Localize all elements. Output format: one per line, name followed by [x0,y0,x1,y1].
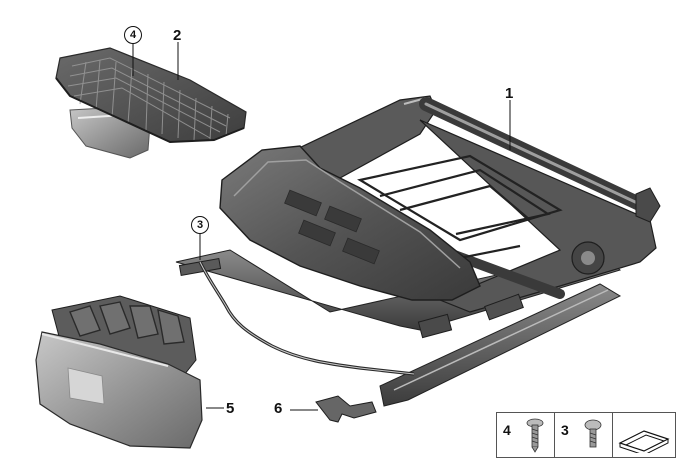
part-6-bracket [315,395,377,423]
callout-part-1: 1 [505,85,514,102]
part-5-cover-unit [35,295,203,449]
part-3-cable [198,261,415,376]
screw-3-icon [584,419,602,448]
fastener-legend: 4 3 [496,412,676,458]
legend-label-4: 4 [503,422,511,438]
callout-part-2: 2 [173,27,182,44]
callout-part-3: 3 [191,216,209,234]
legend-label-3: 3 [561,422,569,438]
callout-part-4: 4 [124,26,142,44]
legend-cell-screw-3: 3 [555,413,613,457]
pad-icon [618,430,670,453]
legend-cell-screw-4: 4 [497,413,555,457]
screw-4-icon [526,418,544,453]
callout-part-6: 6 [274,400,283,417]
part-2-seat-mat [55,47,247,159]
legend-cell-pad [613,413,675,457]
leader-lines [132,42,511,411]
callout-part-5: 5 [226,400,235,417]
part-1-seat-frame [175,95,661,407]
